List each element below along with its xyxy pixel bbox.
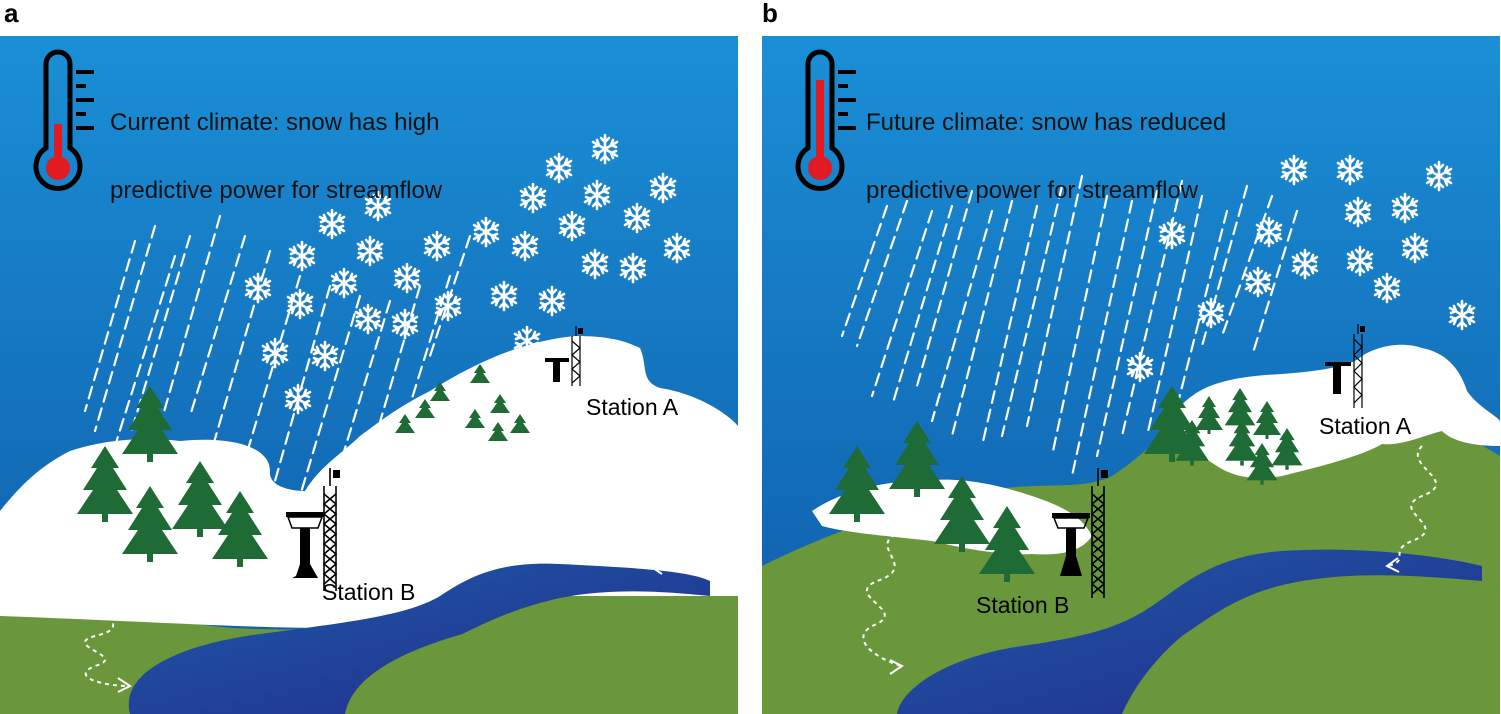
caption-line-1: Future climate: snow has reduced	[866, 109, 1227, 136]
caption-line-2: predictive power for streamflow	[866, 177, 1199, 204]
thermometer-icon	[795, 49, 856, 191]
groundwater-flow-arrow-left	[862, 530, 903, 667]
station-a-equipment	[1325, 324, 1365, 408]
station-b-label: Station B	[322, 579, 416, 605]
panel-b-future-climate: Future climate: snow has reduced predict…	[762, 36, 1500, 714]
snowy-mountains	[0, 336, 738, 626]
groundwater-flow-arrow-right	[1386, 445, 1438, 567]
river	[897, 549, 1482, 714]
groundwater-flow-arrow-left	[84, 600, 136, 687]
panel-letter-a: a	[4, 0, 19, 28]
station-b-equipment	[286, 468, 340, 591]
thermometer-icon	[33, 49, 94, 191]
panel-b-illustration	[762, 36, 1500, 714]
groundwater-flow-arrow-right	[649, 527, 706, 567]
rain-streaks	[840, 174, 1299, 478]
caption-line-1: Current climate: snow has high	[110, 109, 440, 136]
rain-streaks	[83, 214, 472, 498]
station-b-label: Station B	[976, 592, 1070, 618]
station-a-equipment	[545, 326, 583, 386]
panel-a-current-climate: Current climate: snow has high predictiv…	[0, 36, 738, 714]
panel-letter-b: b	[762, 0, 778, 28]
station-a-label: Station A	[586, 394, 679, 420]
panel-a-illustration	[0, 36, 738, 714]
caption-line-2: predictive power for streamflow	[110, 177, 443, 204]
station-b-equipment	[1052, 468, 1108, 598]
station-a-label: Station A	[1319, 413, 1412, 439]
river	[128, 563, 711, 714]
panel-a-caption: Current climate: snow has high predictiv…	[110, 72, 442, 242]
panel-b-caption: Future climate: snow has reduced predict…	[866, 72, 1226, 242]
